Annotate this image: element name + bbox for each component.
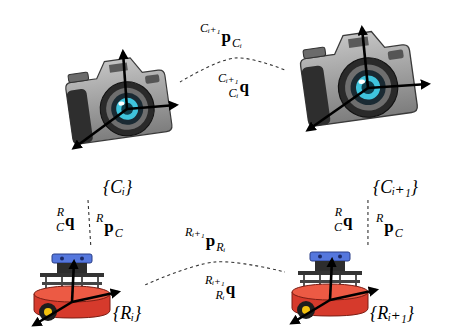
pose-symbol: Cᵢ <box>232 37 242 49</box>
pose-symbol: C <box>395 227 403 239</box>
pose-symbol: p <box>221 28 230 45</box>
pose-symbol: p <box>104 218 113 235</box>
axis-arrow <box>308 88 368 130</box>
pose-symbol: Rᵢ <box>216 241 225 253</box>
frame-node: {Cᵢ₊₁} <box>285 20 435 200</box>
pose-symbol: C <box>115 227 123 239</box>
pose-symbol: Cᵢ <box>229 87 239 99</box>
dashed-connector <box>367 200 368 248</box>
pose-symbol: C <box>334 221 342 233</box>
pose-symbol: q <box>343 212 352 229</box>
pose-symbol: Rᵢ₊₁ <box>185 226 205 238</box>
pose-symbol: R <box>376 212 383 224</box>
camera-icon <box>63 53 173 144</box>
axis-arrow <box>368 84 428 88</box>
pose-symbol: q <box>239 78 248 95</box>
pose-symbol: R <box>57 206 64 218</box>
pose-symbol: q <box>65 212 74 229</box>
pose-symbol: R <box>96 212 103 224</box>
dashed-connector <box>88 200 91 248</box>
axis-arrow <box>123 52 127 109</box>
pose-symbol: p <box>384 218 393 235</box>
pose-symbol: C <box>56 221 64 233</box>
axis-arrow <box>330 290 376 300</box>
frame-label: {Rᵢ₊₁} <box>370 304 414 324</box>
frame-label: {Cᵢ} <box>103 178 132 198</box>
frame-label: {Rᵢ} <box>113 304 141 324</box>
robot-icon <box>34 254 110 321</box>
pose-symbol: Rᵢ₊₁ <box>205 274 225 286</box>
axis-arrow <box>292 300 330 323</box>
pose-symbol: Rᵢ <box>216 289 225 301</box>
pose-symbol: Cᵢ₊₁ <box>218 72 238 84</box>
axis-arrow <box>330 260 332 300</box>
frame-node: {Cᵢ} <box>55 30 180 200</box>
frame-axes <box>34 28 428 325</box>
frame-node: {Rᵢ} <box>25 248 145 328</box>
pose-symbol: p <box>206 232 215 249</box>
frame-node: {Rᵢ₊₁} <box>285 248 435 328</box>
axis-arrow <box>74 109 127 148</box>
robot-icon <box>292 252 368 319</box>
camera-icon <box>297 27 418 127</box>
axis-arrow <box>72 292 118 302</box>
axis-arrow <box>362 28 368 88</box>
pose-symbol: R <box>335 206 342 218</box>
axis-arrow <box>34 302 72 325</box>
frame-label: {Cᵢ₊₁} <box>373 178 418 198</box>
pose-symbol: Cᵢ₊₁ <box>200 22 220 34</box>
axis-arrow <box>72 262 74 302</box>
pose-symbol: q <box>226 280 235 297</box>
axis-arrow <box>127 105 176 109</box>
